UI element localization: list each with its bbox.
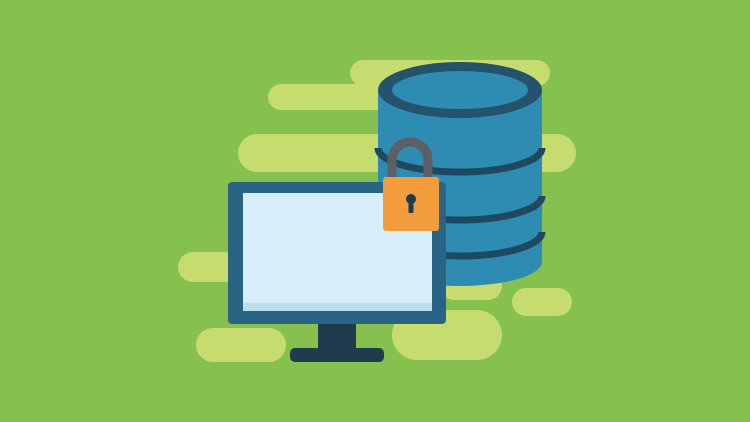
stripe	[196, 328, 286, 362]
stripe	[512, 288, 572, 316]
stripe	[238, 134, 413, 172]
padlock-icon	[383, 137, 439, 231]
padlock-shackle	[387, 137, 433, 180]
padlock-keyhole-slot	[408, 200, 414, 213]
database-top-inner	[392, 71, 528, 109]
monitor-base	[290, 348, 384, 362]
database-band	[374, 147, 546, 176]
monitor-screen-shadow	[243, 303, 432, 311]
